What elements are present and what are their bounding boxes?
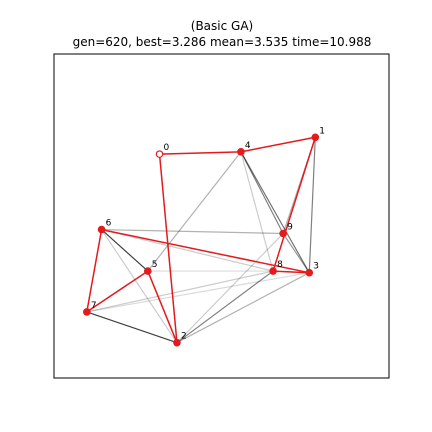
city-label-3: 3 — [313, 262, 319, 272]
tour-edge-0-4 — [159, 151, 241, 155]
background-edges — [86, 137, 316, 344]
edge-6-2 — [101, 229, 178, 344]
edge-4-3 — [240, 151, 310, 273]
best-tour — [86, 136, 317, 343]
city-node-4 — [237, 148, 245, 156]
city-label-1: 1 — [319, 126, 325, 136]
city-label-9: 9 — [287, 222, 293, 232]
city-labels: 0 1 2 3 4 5 6 7 8 9 — [91, 126, 325, 341]
edge-7-3 — [86, 272, 310, 313]
city-label-7: 7 — [91, 301, 97, 311]
city-node-9 — [279, 229, 287, 238]
edge-7-8 — [86, 270, 274, 313]
plot-frame — [53, 53, 390, 379]
city-label-6: 6 — [106, 219, 112, 229]
edge-7-2 — [86, 311, 178, 344]
city-label-5: 5 — [152, 260, 158, 270]
chart-title: (Basic GA) — [191, 19, 253, 33]
edge-4-8 — [240, 151, 274, 272]
tour-edge-1-8 — [272, 137, 317, 272]
edge-4-5 — [147, 151, 242, 272]
city-node-5 — [144, 267, 152, 275]
city-node-7 — [83, 308, 91, 316]
edge-2-9 — [176, 233, 284, 344]
edge-6-9 — [101, 229, 284, 235]
city-node-8 — [269, 267, 277, 275]
edge-6-8 — [101, 229, 274, 272]
city-node-1 — [311, 133, 320, 142]
tour-edge-4-1 — [240, 136, 316, 153]
tour-edge-5-2 — [147, 270, 178, 343]
edge-2-3 — [176, 272, 310, 344]
tour-edge-6-7 — [86, 229, 103, 313]
city-label-0: 0 — [164, 143, 170, 153]
tour-edge-3-6 — [101, 228, 310, 274]
tour-edge-2-0 — [158, 154, 178, 343]
chart-subtitle: gen=620, best=3.286 mean=3.535 time=10.9… — [73, 35, 372, 49]
city-node-6 — [97, 225, 106, 234]
city-label-4: 4 — [245, 141, 251, 151]
city-nodes — [83, 133, 320, 347]
edge-9-3 — [282, 233, 310, 274]
city-node-3 — [305, 268, 314, 277]
city-label-8: 8 — [277, 260, 283, 270]
city-node-0 — [155, 150, 164, 158]
edge-6-5 — [101, 229, 149, 272]
tour-edge-8-3 — [273, 270, 310, 274]
city-label-2: 2 — [181, 332, 187, 342]
city-node-2 — [173, 338, 181, 347]
edge-1-3 — [308, 137, 316, 273]
edge-2-8 — [176, 270, 274, 344]
tour-edge-7-5 — [86, 270, 149, 313]
